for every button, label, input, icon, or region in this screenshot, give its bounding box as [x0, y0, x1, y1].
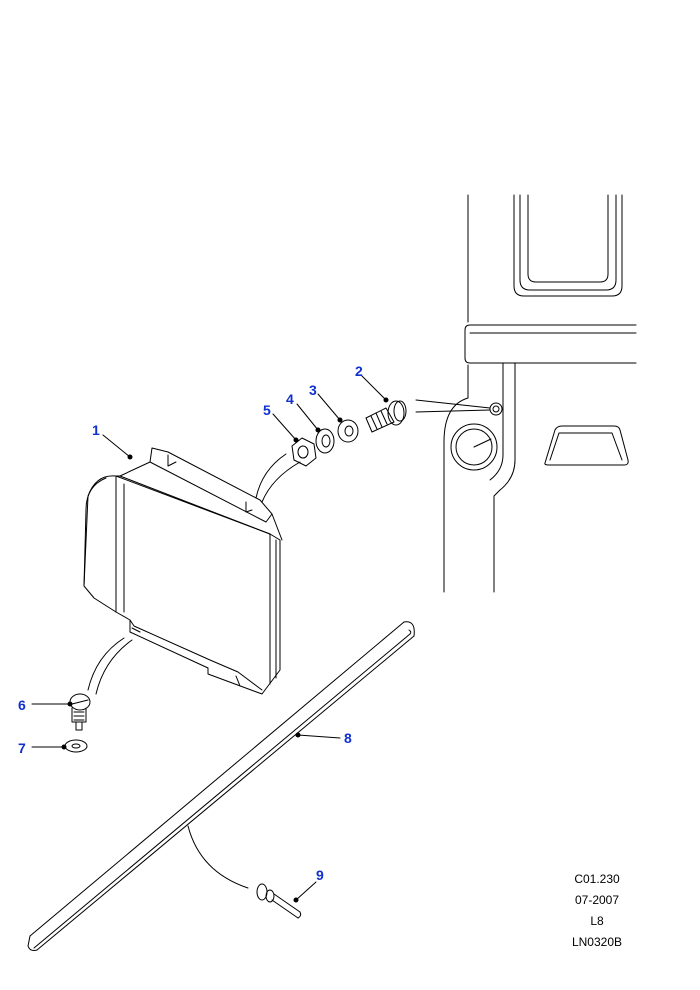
reference-model: L8	[590, 914, 604, 928]
bolt	[365, 399, 491, 433]
callout-7[interactable]: 7	[18, 740, 26, 756]
nut	[291, 437, 317, 467]
spring-washer	[315, 428, 335, 454]
screw	[69, 693, 91, 731]
callout-5[interactable]: 5	[263, 402, 271, 418]
callout-1[interactable]: 1	[92, 422, 100, 438]
callout-3[interactable]: 3	[309, 382, 317, 398]
trim-strip	[27, 621, 415, 951]
callout-leaders	[31, 375, 389, 903]
reference-code: C01.230	[574, 872, 620, 886]
reference-date: 07-2007	[574, 893, 620, 907]
callout-9[interactable]: 9	[316, 867, 324, 883]
callout-6[interactable]: 6	[18, 697, 26, 713]
callout-4[interactable]: 4	[286, 391, 294, 407]
mudflap-bracket	[83, 447, 301, 695]
illustration-id: LN0320B	[571, 935, 623, 949]
callout-2[interactable]: 2	[355, 363, 363, 379]
rivet	[256, 883, 302, 919]
callout-8[interactable]: 8	[344, 730, 352, 746]
vehicle-body	[443, 194, 637, 593]
washer-7	[64, 739, 88, 753]
plain-washer	[337, 419, 359, 443]
